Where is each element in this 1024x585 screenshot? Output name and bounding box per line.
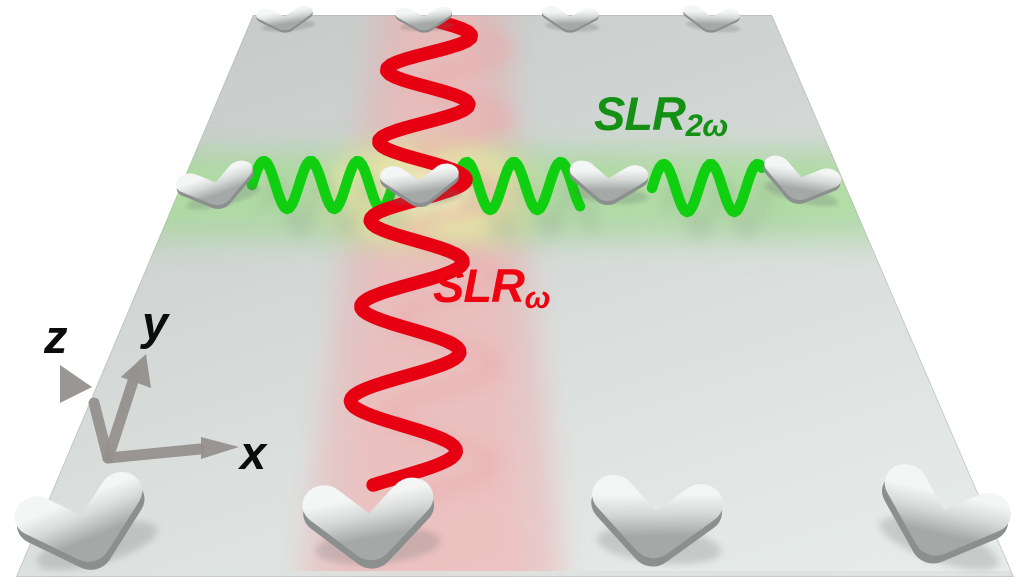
chevron-nanoparticle (879, 464, 1011, 570)
axis-arrow-shaft (88, 397, 114, 464)
green-wave-slr2w (449, 156, 586, 216)
axis-arrow-shaft (102, 443, 206, 464)
axis-label-z: z (44, 310, 68, 363)
chevron-nanoparticle (302, 477, 441, 569)
chevron-nanoparticle (256, 5, 316, 33)
axis-arrowhead (60, 365, 92, 403)
label-slr-omega: SLRω (433, 259, 551, 313)
chevron-nanoparticle (380, 163, 462, 208)
label-slr-2omega: SLR2ω (594, 87, 728, 141)
label-slr-omega-base: SLR (433, 259, 525, 312)
red-wave-slrw (343, 15, 478, 492)
label-slr-2omega-subscript: 2ω (685, 107, 729, 143)
chevron-nanoparticle (541, 6, 600, 33)
chevron-nanoparticle (175, 160, 260, 210)
label-slr-2omega-base: SLR (594, 87, 686, 140)
chevron-nanoparticle (763, 155, 842, 207)
chevron-nanoparticle (591, 474, 723, 567)
chevron-nanoparticle (14, 471, 158, 571)
green-wave-slr2w (246, 155, 403, 215)
plate-side-edge (16, 571, 1014, 577)
chevron-nanoparticle (569, 160, 649, 206)
axis-label-x: x (240, 426, 267, 479)
chevron-nanoparticle (683, 5, 740, 33)
chevron-nanoparticle (395, 6, 454, 33)
axis-arrowhead (121, 354, 151, 388)
axis-label-y: y (142, 296, 169, 349)
axis-arrow-shaft (102, 366, 142, 464)
green-wave-slr2w (646, 158, 768, 218)
label-slr-omega-subscript: ω (524, 279, 551, 315)
axis-arrowhead (201, 437, 239, 459)
